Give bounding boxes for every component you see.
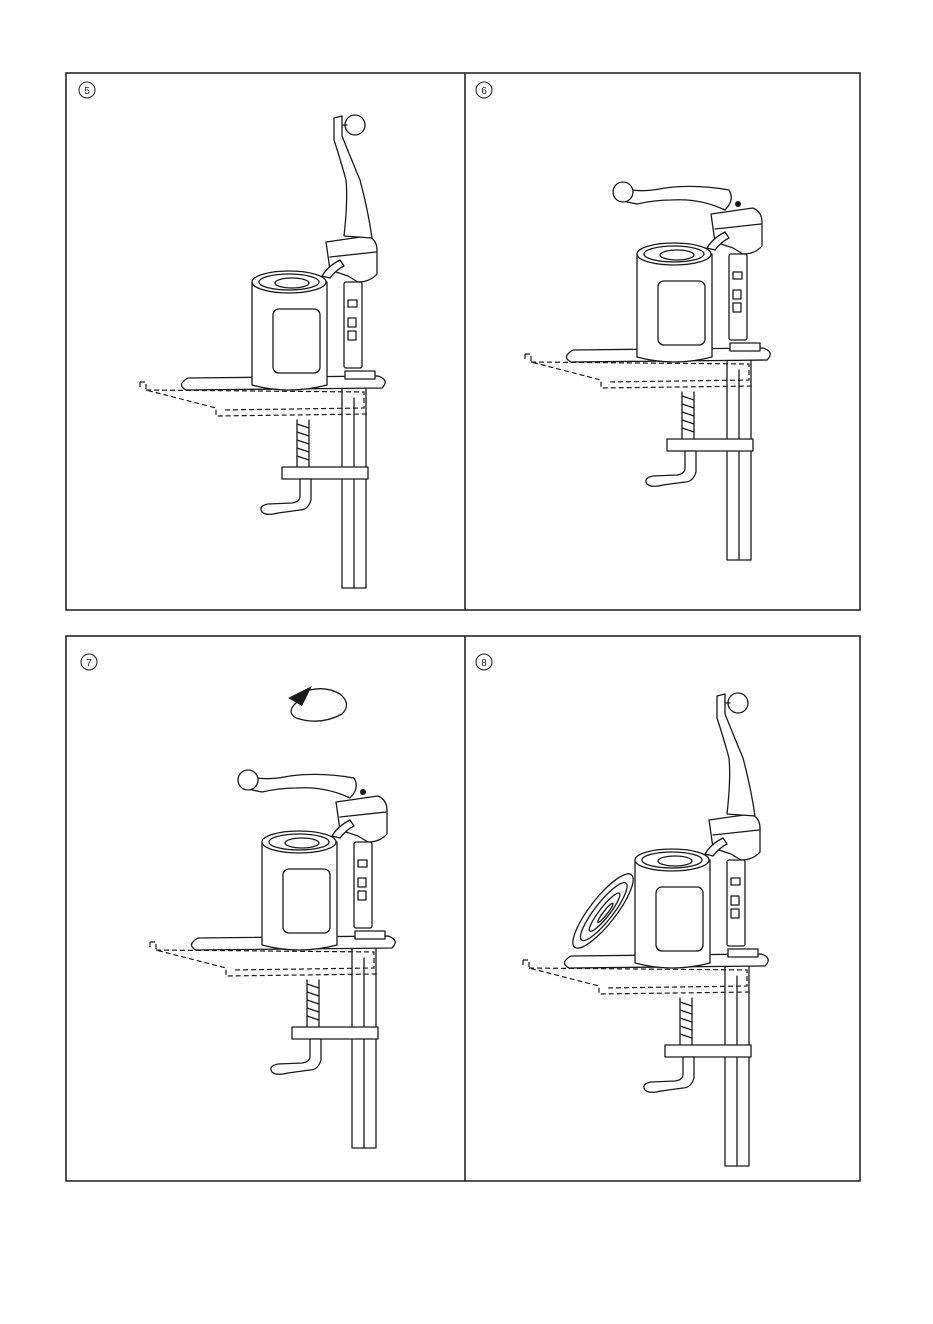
step-number-badge: 7 [81, 654, 97, 670]
svg-text:7: 7 [86, 658, 92, 669]
panel-8: 8 [476, 654, 768, 1166]
can-opener-illustration [523, 693, 768, 1166]
step-number-badge: 5 [79, 82, 95, 98]
panel-5: 5 [79, 82, 385, 588]
removed-lid [564, 867, 641, 956]
svg-text:5: 5 [84, 86, 90, 97]
panel-6: 6 [476, 82, 770, 560]
step-number-badge: 8 [476, 654, 492, 670]
svg-text:6: 6 [481, 86, 487, 97]
can-opener-illustration [525, 182, 770, 560]
step-number-badge: 6 [476, 82, 492, 98]
can-opener-illustration [140, 115, 385, 588]
rotation-arrow-icon [288, 686, 347, 721]
can-opener-illustration [150, 770, 395, 1148]
svg-text:8: 8 [481, 658, 487, 669]
panel-7: 7 [81, 654, 395, 1148]
